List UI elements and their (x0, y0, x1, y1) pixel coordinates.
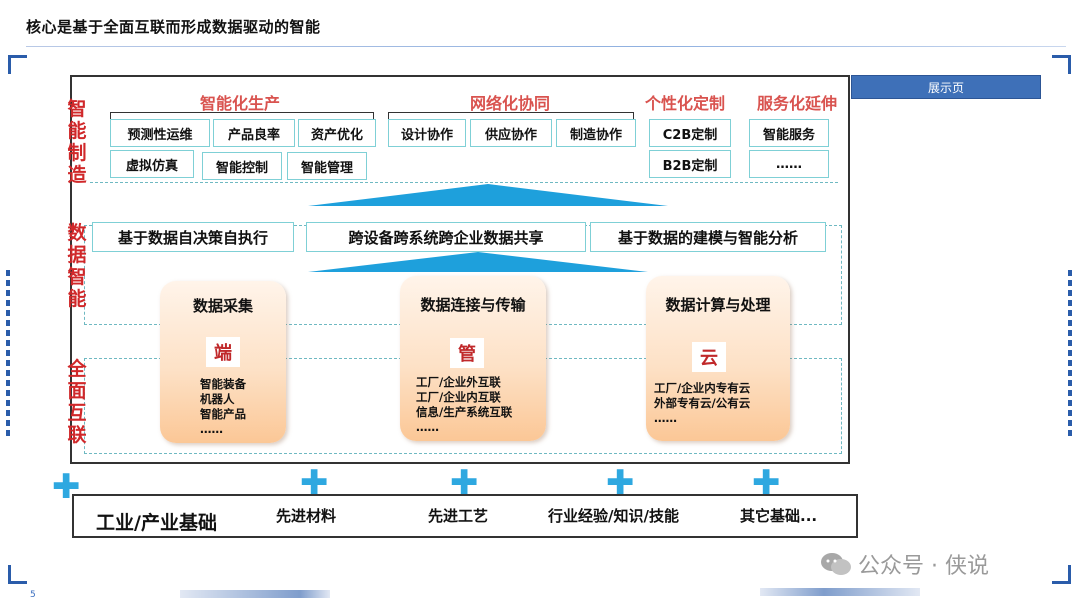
show-page-button[interactable]: 展示页 (851, 75, 1041, 99)
watermark-text: 公众号 · 侠说 (858, 554, 989, 579)
data-bar-decision: 基于数据自决策自执行 (92, 222, 294, 252)
card-data-collection: 数据采集 端 智能装备 机器人 智能产品 …… (160, 281, 286, 443)
app-box: 预测性运维 (110, 119, 210, 147)
app-box: 智能管理 (287, 152, 367, 180)
foundation-item: 先进材料 (276, 507, 337, 525)
app-box: 虚拟仿真 (110, 150, 194, 178)
card-data-computing: 数据计算与处理 云 工厂/企业内专有云 外部专有云/公有云 …… (646, 276, 790, 441)
app-box: B2B定制 (649, 150, 731, 178)
left-edge-decoration (6, 270, 10, 440)
card-list-item: 信息/生产系统互联 (416, 405, 513, 419)
upward-arrow-top (308, 184, 668, 206)
app-box: 智能服务 (749, 119, 829, 147)
card-list: 工厂/企业外互联 工厂/企业内互联 信息/生产系统互联 …… (416, 375, 512, 435)
foundation-item: 先进工艺 (428, 507, 489, 525)
frame-corner-bottom-right (1052, 565, 1071, 584)
app-box: …… (749, 150, 829, 178)
category-production: 智能化生产 (199, 94, 280, 113)
card-list-item: 工厂/企业内专有云 (654, 381, 751, 395)
card-list-item: 工厂/企业外互联 (416, 375, 501, 389)
card-symbol: 端 (206, 337, 240, 367)
layer-label-manufacturing: 智能制造 (67, 98, 87, 186)
card-list-item: 工厂/企业内互联 (416, 390, 501, 404)
foundation-label: 工业/产业基础 (96, 512, 217, 534)
data-bar-modeling: 基于数据的建模与智能分析 (590, 222, 826, 252)
foundation-item: 行业经验/知识/技能 (548, 507, 679, 525)
frame-corner-bottom-left (8, 565, 27, 584)
upward-arrow-middle (308, 252, 648, 272)
card-data-transmission: 数据连接与传输 管 工厂/企业外互联 工厂/企业内互联 信息/生产系统互联 …… (400, 276, 546, 441)
app-box: 设计协作 (388, 119, 466, 147)
wechat-icon (820, 552, 852, 576)
card-title: 数据计算与处理 (665, 296, 771, 314)
plus-icon: ✚ (52, 467, 81, 507)
card-list-item: 机器人 (200, 392, 235, 406)
app-box: 产品良率 (213, 119, 295, 147)
card-list-item: 智能装备 (200, 377, 246, 391)
card-title: 数据连接与传输 (420, 296, 526, 314)
card-list-item: …… (416, 420, 439, 434)
foundation-item: 其它基础... (740, 507, 818, 525)
card-list-item: 外部专有云/公有云 (654, 396, 751, 410)
layer-label-interconnection: 全面互联 (67, 358, 87, 446)
category-customization: 个性化定制 (644, 94, 725, 113)
app-box: 供应协作 (470, 119, 552, 147)
card-symbol: 管 (450, 338, 484, 368)
watermark: 公众号 · 侠说 (820, 548, 989, 580)
production-bracket (110, 112, 374, 120)
card-list: 智能装备 机器人 智能产品 …… (200, 377, 246, 437)
app-box: 智能控制 (202, 152, 282, 180)
right-edge-decoration (1068, 270, 1072, 440)
card-list-item: …… (654, 411, 677, 425)
page-title: 核心是基于全面互联而形成数据驱动的智能 (26, 18, 321, 36)
page-number: 5 (30, 590, 36, 600)
card-list-item: …… (200, 422, 223, 436)
app-box: 资产优化 (298, 119, 376, 147)
category-service: 服务化延伸 (756, 94, 837, 113)
app-box: 制造协作 (556, 119, 636, 147)
main-diagram-frame (70, 75, 850, 464)
card-title: 数据采集 (192, 297, 253, 315)
category-collaboration: 网络化协同 (469, 94, 550, 113)
data-bar-sharing: 跨设备跨系统跨企业数据共享 (306, 222, 586, 252)
layer-label-data-intelligence: 数据智能 (67, 222, 87, 310)
frame-corner-top-right (1052, 55, 1071, 74)
bottom-right-decoration (760, 588, 920, 596)
card-list: 工厂/企业内专有云 外部专有云/公有云 …… (654, 381, 750, 426)
collaboration-bracket (388, 112, 634, 120)
card-symbol: 云 (692, 342, 726, 372)
foundation-frame (72, 494, 858, 538)
title-divider (26, 46, 1066, 47)
bottom-left-decoration (180, 590, 330, 598)
card-list-item: 智能产品 (200, 407, 246, 421)
app-box: C2B定制 (649, 119, 731, 147)
frame-corner-top-left (8, 55, 27, 74)
zone-divider (90, 182, 838, 183)
